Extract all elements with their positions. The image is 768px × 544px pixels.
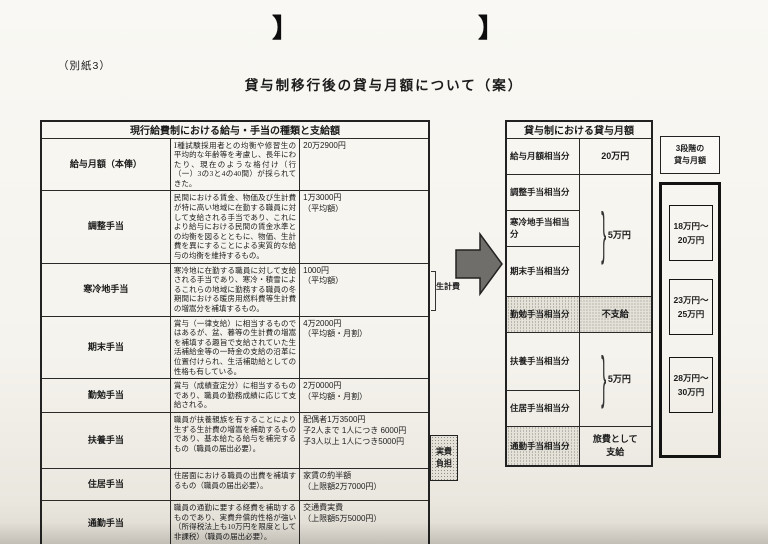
row-description: 賞与（一律支給）に相当するものではあるが、盆、暮等の生計費の増嵩を補填する趣旨で… [169,315,301,380]
row-name: 住居手当 [40,468,171,502]
row-amount: 20万2900円 [299,137,430,192]
row-amount: 家賃の約半額 （上限額2万7000円） [299,468,430,502]
row-name: 調整手当相当分 [505,173,580,211]
row-amount: 交通費実費 （上限額5万5000円） [299,500,430,544]
living-cost-label: 生計費 [436,282,460,291]
binder-mark-icon: 】 [478,13,505,43]
row-description: Ⅰ種試験採用者との均衡や修習生の平均的な年齢等を考慮し、長年にわたり、現在のよう… [169,137,301,192]
row-description: 職員の通勤に要する経費を補助するものであり、実費弁償的性格が強い（所得税法上も1… [169,500,301,544]
table-row: 勤勉手当 賞与（成績査定分）に相当するものであり、職員の勤務成績に応じて支給され… [40,378,430,414]
row-name: 勤勉手当 [40,378,171,414]
row-amount: 2万0000円 （平均額・月割） [299,378,430,414]
table-row: 勤勉手当相当分 不支給 [505,295,653,333]
row-amount: 旅費として 支給 [578,425,653,467]
row-name: 扶養手当 [40,412,171,470]
row-name: 勤勉手当相当分 [505,295,580,333]
row-amount: 配偶者1万3500円 子2人まで 1人につき 6000円 子3人以上 1人につき… [299,412,430,470]
tier-range: 18万円～ 20万円 [669,205,713,261]
row-amount: 4万2000円 （平均額・月割） [299,315,430,380]
left-table-header-row: 現行給費制における給与・手当の種類と支給額 [40,120,430,139]
row-name: 期末手当 [40,315,171,380]
row-description: 寒冷地に在勤する職員に対して支給される手当であり、寒冷・積雪によるこれらの地域に… [169,262,301,317]
row-name: 給与月額（本俸） [40,137,171,192]
transition-arrow-icon [455,231,503,297]
table-row: 給与月額（本俸） Ⅰ種試験採用者との均衡や修習生の平均的な年齢等を考慮し、長年に… [40,137,430,192]
row-name: 扶養手当相当分 [505,331,580,391]
row-description: 職員が扶養親族を有することにより生ずる生計費の増嵩を補助するものであり、基本給た… [169,412,301,470]
tier-range: 23万円～ 25万円 [669,279,713,335]
brace-icon: } [600,200,606,266]
table-row: 調整手当 民間における賃金、物価及び生計費が特に高い地域に在勤する職員に対して支… [40,190,430,264]
group2-amount: 5万円 [607,373,631,384]
current-system-table: 現行給費制における給与・手当の種類と支給額 給与月額（本俸） Ⅰ種試験採用者との… [40,120,430,544]
row-description: 住居面における職員の出費を補填するもの（職員の届出必要）。 [169,468,301,502]
binder-mark-icon: 】 [272,13,299,43]
right-table-header-row: 貸与制における貸与月額 [505,120,653,139]
brace-icon: } [600,344,606,410]
tier-panel-header: 3段階の 貸与月額 [660,136,720,174]
tier-range: 28万円～ 30万円 [669,357,713,413]
row-name: 通勤手当相当分 [505,425,580,467]
row-name: 期末手当相当分 [505,245,580,297]
group2-amount-cell: } 5万円 [578,331,653,427]
group1-amount-cell: } 5万円 [578,173,653,297]
table-row: 期末手当 賞与（一律支給）に相当するものではあるが、盆、暮等の生計費の増嵩を補填… [40,315,430,380]
tier-panel-box: 18万円～ 20万円 23万円～ 25万円 28万円～ 30万円 [659,182,721,458]
row-description: 賞与（成績査定分）に相当するものであり、職員の勤務成績に応じて支給される。 [169,378,301,414]
left-table-header: 現行給費制における給与・手当の種類と支給額 [40,120,430,139]
group1-amount: 5万円 [607,229,631,240]
table-row: 扶養手当相当分 } 5万円 [505,331,653,427]
table-row: 寒冷地手当 寒冷地に在勤する職員に対して支給される手当であり、寒冷・積雪によるこ… [40,262,430,317]
row-name: 通勤手当 [40,500,171,544]
row-amount: 1000円 （平均額） [299,262,430,317]
page-title: 貸与制移行後の貸与月額について（案） [244,78,524,93]
row-description: 民間における賃金、物価及び生計費が特に高い地域に在勤する職員に対して支給される手… [169,190,301,264]
table-row: 住居手当相当分 [505,389,652,427]
table-row: 給与月額相当分 20万円 [505,137,653,175]
row-name: 寒冷地手当 [40,262,171,317]
attachment-label: （別紙3） [58,60,111,72]
row-name: 住居手当相当分 [505,389,580,427]
row-amount: 不支給 [578,295,653,333]
row-amount: 20万円 [578,137,653,175]
row-name: 調整手当 [40,190,171,264]
table-row: 期末手当相当分 [505,245,652,297]
row-name: 寒冷地手当相当分 [505,209,580,247]
table-row: 住居手当 住居面における職員の出費を補填するもの（職員の届出必要）。 家賃の約半… [40,468,430,502]
loan-system-table: 貸与制における貸与月額 給与月額相当分 20万円 調整手当相当分 } 5万円 寒… [505,120,653,467]
table-row: 扶養手当 職員が扶養親族を有することにより生ずる生計費の増嵩を補助するものであり… [40,412,430,470]
actual-cost-label: 実費 負担 [430,435,458,481]
row-amount: 1万3000円 （平均額） [299,190,430,264]
living-cost-bracket [431,271,436,311]
table-row: 通勤手当相当分 旅費として 支給 [505,425,653,467]
right-table-header: 貸与制における貸与月額 [505,120,653,139]
table-row: 調整手当相当分 } 5万円 [505,173,653,297]
row-name: 給与月額相当分 [505,137,580,175]
table-row: 通勤手当 職員の通勤に要する経費を補助するものであり、実費弁償的性格が強い（所得… [40,500,430,544]
